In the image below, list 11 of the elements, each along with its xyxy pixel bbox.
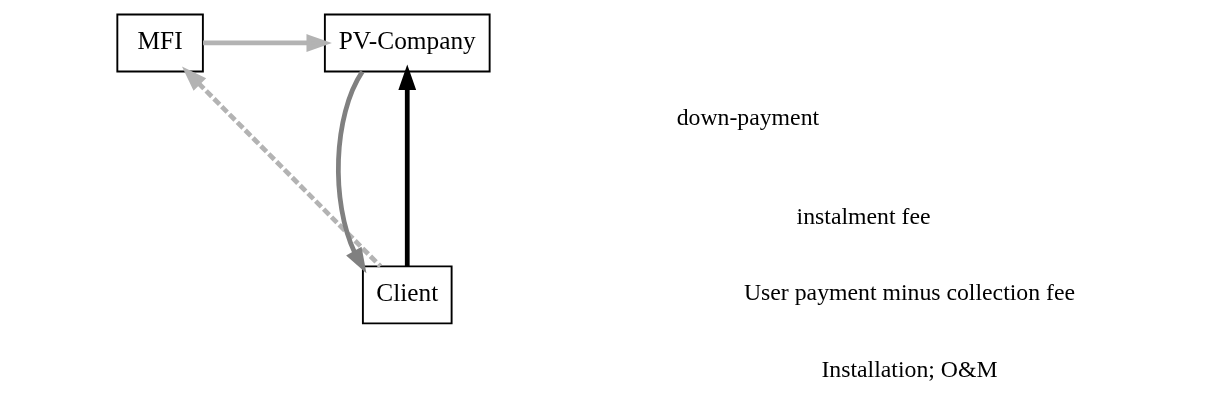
legend-label: User payment minus collection fee: [743, 279, 1075, 306]
arrow: [202, 34, 332, 52]
legend-label: Installation; O&M: [820, 356, 998, 383]
node-box: Client: [361, 265, 453, 325]
node-box: PV-Company: [323, 13, 491, 73]
legend-label: instalment fee: [796, 202, 930, 229]
arrow: [181, 66, 382, 268]
node-box: MFI: [115, 13, 204, 73]
legend-label: down-payment: [676, 104, 819, 131]
arrow: [335, 70, 366, 274]
arrow: [397, 64, 416, 267]
